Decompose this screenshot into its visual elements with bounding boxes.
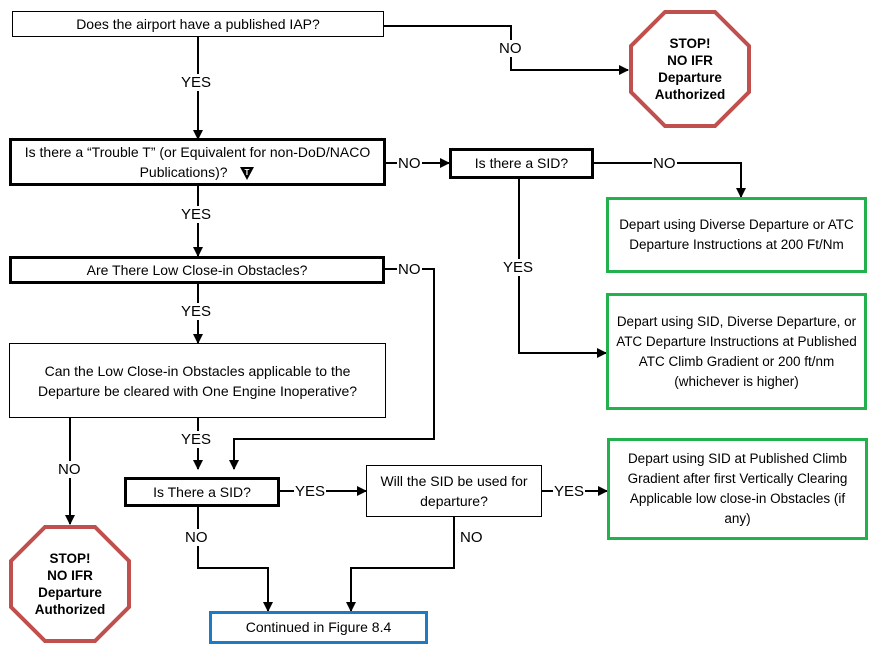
connector-sidused-no	[346, 516, 455, 612]
connector-sid2-no	[197, 507, 273, 612]
label-sid1-no: NO	[652, 155, 677, 172]
label-iap-no: NO	[498, 40, 523, 57]
label-troublet-yes: YES	[180, 206, 213, 223]
question-sid-first: Is there a SID?	[449, 148, 594, 179]
question-published-iap-text: Does the airport have a published IAP?	[76, 15, 320, 32]
question-sid-used: Will the SID be used for departure?	[366, 465, 542, 517]
continued-figure: Continued in Figure 8.4	[209, 611, 428, 644]
result-diverse-departure-text: Depart using Diverse Departure or ATC De…	[619, 217, 854, 252]
label-sid1-yes: YES	[502, 259, 535, 276]
label-obstacles-yes: YES	[180, 303, 213, 320]
stop-bottom-line2: NO IFR	[47, 568, 93, 583]
label-engine-no: NO	[57, 461, 82, 478]
trouble-t-icon: T	[240, 166, 255, 180]
question-one-engine: Can the Low Close-in Obstacles applicabl…	[9, 343, 386, 418]
result-sid-climb-gradient: Depart using SID at Published Climb Grad…	[607, 438, 868, 540]
stop-octagon-bottom	[9, 525, 131, 643]
question-sid-used-text: Will the SID be used for departure?	[380, 473, 528, 509]
question-trouble-t: Is there a “Trouble T” (or Equivalent fo…	[9, 138, 386, 186]
label-troublet-no: NO	[397, 155, 422, 172]
label-iap-yes: YES	[180, 74, 213, 91]
result-sid-climb-gradient-text: Depart using SID at Published Climb Grad…	[627, 451, 848, 526]
label-engine-yes: YES	[180, 431, 213, 448]
stop-top-line1: STOP!	[669, 36, 711, 51]
stop-top-line4: Authorized	[654, 87, 726, 102]
result-sid-diverse-departure-text: Depart using SID, Diverse Departure, or …	[616, 313, 857, 389]
question-low-obstacles-text: Are There Low Close-in Obstacles?	[86, 261, 308, 278]
question-one-engine-text: Can the Low Close-in Obstacles applicabl…	[37, 362, 358, 399]
question-sid-first-text: Is there a SID?	[474, 155, 569, 171]
continued-figure-text: Continued in Figure 8.4	[245, 619, 392, 635]
label-obstacles-no: NO	[397, 261, 422, 278]
question-trouble-t-text: Is there a “Trouble T” (or Equivalent fo…	[16, 142, 379, 182]
label-sid2-no: NO	[184, 529, 209, 546]
result-diverse-departure: Depart using Diverse Departure or ATC De…	[606, 197, 867, 273]
stop-bottom-line4: Authorized	[34, 602, 106, 617]
label-sidused-yes: YES	[553, 483, 586, 500]
question-published-iap: Does the airport have a published IAP?	[12, 11, 384, 37]
stop-octagon-top	[629, 10, 751, 128]
question-sid-second-text: Is There a SID?	[153, 483, 251, 500]
connector-sid1-no	[594, 162, 746, 198]
stop-top-text: STOP! NO IFR Departure Authorized	[628, 10, 752, 128]
result-sid-diverse-departure: Depart using SID, Diverse Departure, or …	[606, 293, 867, 410]
trouble-t-letter: T	[245, 168, 250, 177]
label-sid2-yes: YES	[294, 483, 327, 500]
question-low-obstacles: Are There Low Close-in Obstacles?	[9, 256, 385, 284]
label-sidused-no: NO	[459, 529, 484, 546]
stop-bottom-line1: STOP!	[49, 551, 91, 566]
question-trouble-t-label: Is there a “Trouble T” (or Equivalent fo…	[24, 144, 371, 180]
stop-bottom-text: STOP! NO IFR Departure Authorized	[8, 525, 132, 643]
question-sid-second: Is There a SID?	[124, 477, 280, 507]
stop-top-line3: Departure	[658, 70, 722, 85]
connector-sid1-yes	[518, 178, 607, 358]
stop-bottom-line3: Departure	[38, 585, 102, 600]
stop-top-line2: NO IFR	[667, 53, 713, 68]
